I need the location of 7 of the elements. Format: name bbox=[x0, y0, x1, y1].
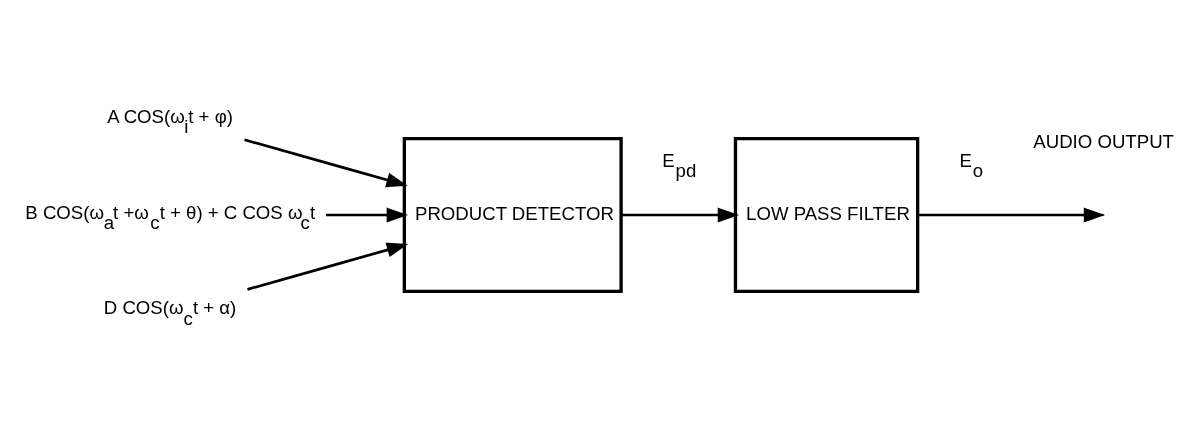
arrow bbox=[326, 207, 408, 222]
arrow bbox=[621, 207, 740, 222]
node-box: LOW PASS FILTER bbox=[733, 136, 920, 293]
arrow bbox=[247, 242, 409, 291]
label: AUDIO OUTPUT bbox=[1033, 130, 1174, 152]
node-box: PRODUCT DETECTOR bbox=[402, 136, 623, 293]
arrow bbox=[244, 138, 408, 187]
